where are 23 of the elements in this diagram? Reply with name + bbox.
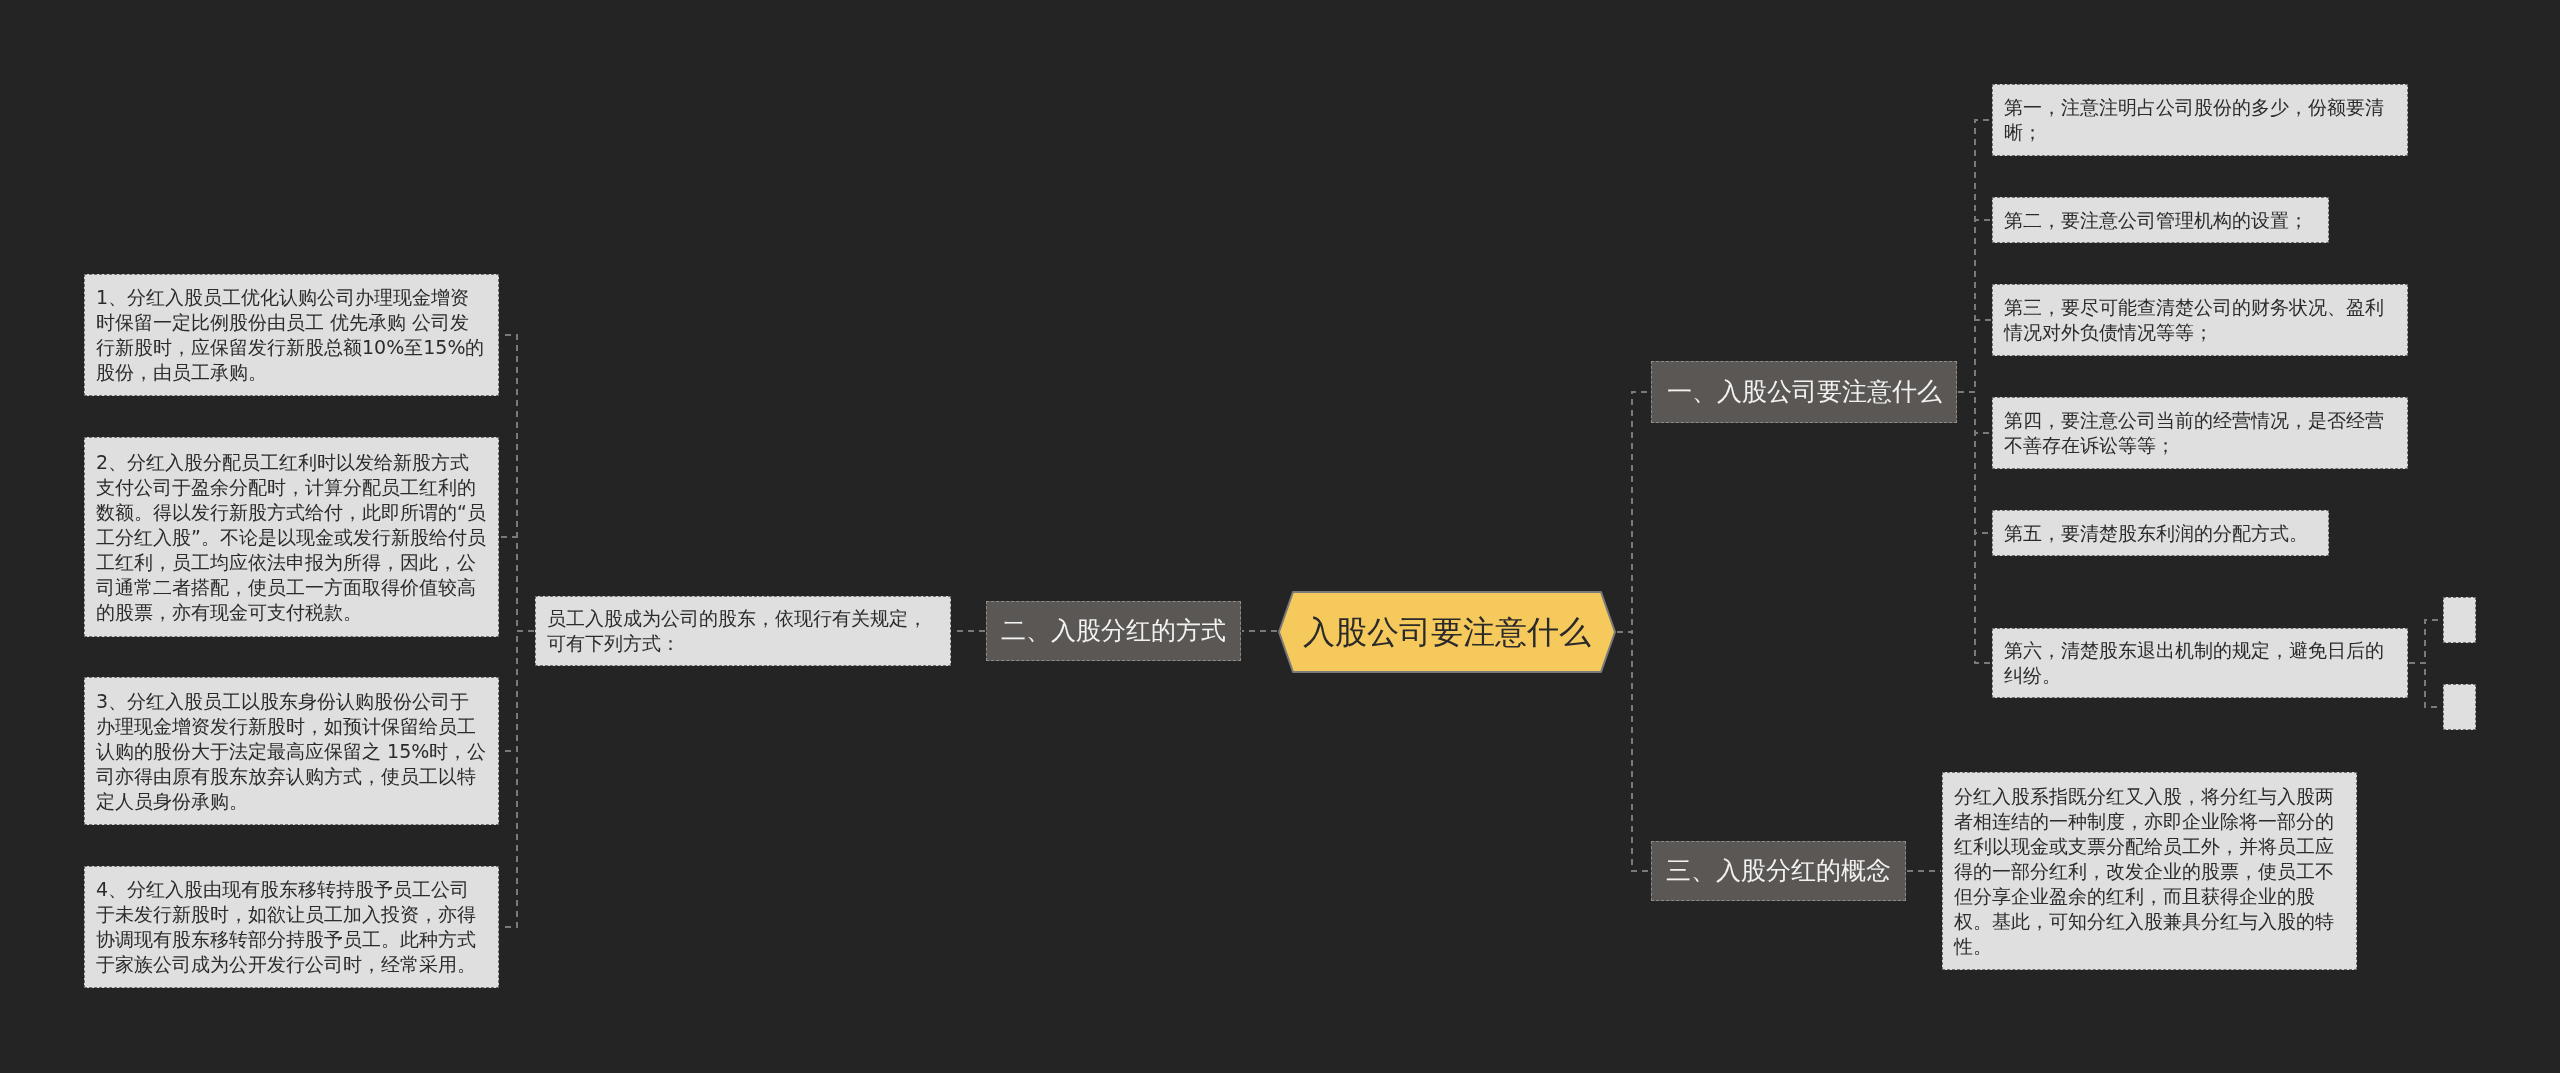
branch-topic: 三、入股分红的概念 [1651,841,1906,901]
note-card: 第三，要尽可能查清楚公司的财务状况、盈利情况对外负债情况等等； [1992,284,2408,356]
note-card: 分红入股系指既分红又入股，将分红与入股两者相连结的一种制度，亦即企业除将一部分的红利以现金或支票分配给员工外，并将员工应得的一部分红利，改发企业的股票，使员工不但分享企业盈余的红利，而且获得企业的股权。基此，可知分红入股兼具分红与入股的特性。 [1942,772,2357,970]
note-card: 1、分红入股员工优化认购公司办理现金增资时保留一定比例股份由员工 优先承购 公司发行新股时，应保留发行新股总额10%至15%的股份，由员工承购。 [84,274,499,396]
note-card: 员工入股成为公司的股东，依现行有关规定，可有下列方式： [535,596,951,666]
note-card: 2、分红入股分配员工红利时以发给新股方式支付公司于盈余分配时，计算分配员工红利的数额。得以发行新股方式给付，此即所谓的“员工分红入股”。不论是以现金或发行新股给付员工红利，员工均应依法申报为所得，因此，公司通常二者搭配，使员工一方面取得价值较高的股票，亦有现金可支付税款。 [84,437,499,637]
connector-line [1906,870,1942,872]
empty-box [2443,684,2476,730]
central-topic-hexagon [1278,591,1616,673]
note-card: 第四，要注意公司当前的经营情况，是否经营不善存在诉讼等等； [1992,397,2408,469]
connector-line [1957,391,1992,664]
empty-box [2443,597,2476,643]
note-card: 第五，要清楚股东利润的分配方式。 [1992,510,2329,556]
note-card: 第六，清楚股东退出机制的规定，避免日后的纠纷。 [1992,628,2408,698]
branch-topic: 二、入股分红的方式 [986,601,1241,661]
connector-line [1616,631,1651,872]
branch-topic: 一、入股公司要注意什么 [1651,361,1957,423]
connector-line [1241,630,1278,632]
note-card: 3、分红入股员工以股东身份认购股份公司于办理现金增资发行新股时，如预计保留给员工认购的股份大于法定最高应保留之 15%时，公司亦得由原有股东放弃认购方式，使员工以特定人员身份承购。 [84,677,499,825]
central-topic-title: 入股公司要注意什么 [1303,612,1591,652]
note-card: 第一，注意注明占公司股份的多少，份额要清晰； [1992,84,2408,156]
note-card: 4、分红入股由现有股东移转持股予员工公司于未发行新股时，如欲让员工加入投资，亦得协调现有股东移转部分持股予员工。此种方式于家族公司成为公开发行公司时，经常采用。 [84,866,499,988]
note-card: 第二，要注意公司管理机构的设置； [1992,197,2329,243]
